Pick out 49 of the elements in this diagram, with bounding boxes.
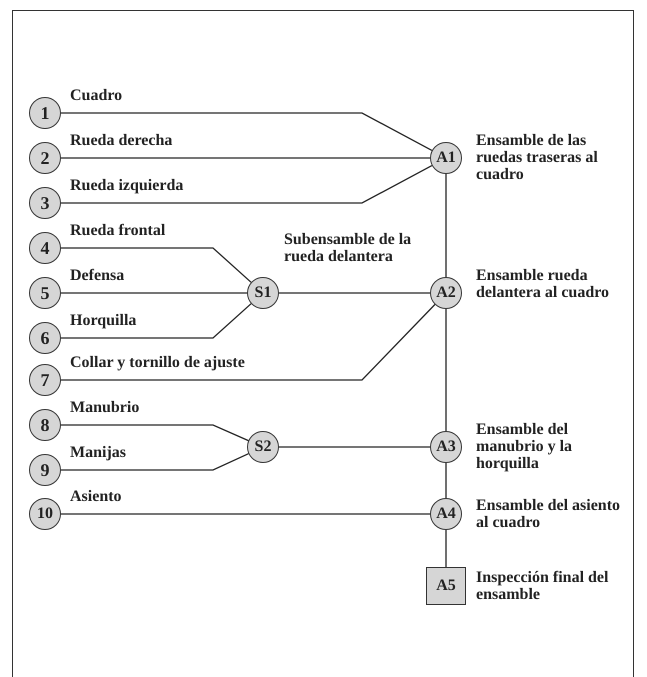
connector-line bbox=[61, 303, 252, 339]
connector-line bbox=[61, 165, 432, 204]
step-label: Ensamble rueda delantera al cuadro bbox=[476, 267, 610, 301]
connector-line bbox=[61, 157, 430, 159]
operation-circle: 4 bbox=[29, 232, 61, 264]
step-label: Rueda derecha bbox=[70, 132, 172, 149]
connector-line bbox=[61, 304, 436, 381]
operation-circle: A2 bbox=[430, 277, 462, 309]
operation-circle: 1 bbox=[29, 97, 61, 129]
step-label: Ensamble del asiento al cuadro bbox=[476, 497, 622, 531]
connector-line bbox=[61, 424, 249, 442]
step-label: Collar y tornillo de ajuste bbox=[70, 354, 245, 371]
step-label: Inspección final del ensamble bbox=[476, 569, 610, 603]
operation-circle: S2 bbox=[247, 431, 279, 463]
step-label: Manijas bbox=[70, 444, 126, 461]
connector-line bbox=[61, 247, 252, 283]
connector-line bbox=[445, 309, 447, 431]
operation-circle: 7 bbox=[29, 364, 61, 396]
step-label: Ensamble del manubrio y la horquilla bbox=[476, 421, 574, 472]
connector-line bbox=[445, 530, 447, 567]
connector-line bbox=[445, 174, 447, 277]
step-label: Ensamble de las ruedas traseras al cuadro bbox=[476, 132, 599, 183]
connector-line bbox=[61, 292, 247, 294]
inspection-box: A5 bbox=[426, 567, 466, 605]
connector-line bbox=[279, 292, 430, 294]
operation-circle: 5 bbox=[29, 277, 61, 309]
step-label: Subensamble de la rueda delantera bbox=[284, 231, 412, 265]
operation-circle: 8 bbox=[29, 409, 61, 441]
operation-circle: A4 bbox=[430, 498, 462, 530]
connector-line bbox=[61, 453, 249, 471]
connector-line bbox=[445, 463, 447, 498]
step-label: Horquilla bbox=[70, 312, 136, 329]
operation-circle: S1 bbox=[247, 277, 279, 309]
connector-line bbox=[61, 112, 432, 151]
step-label: Manubrio bbox=[70, 399, 140, 416]
step-label: Rueda frontal bbox=[70, 222, 166, 239]
step-label: Cuadro bbox=[70, 87, 122, 104]
operation-circle: 9 bbox=[29, 454, 61, 486]
operation-circle: 6 bbox=[29, 322, 61, 354]
operation-circle: A3 bbox=[430, 431, 462, 463]
connector-line bbox=[279, 446, 430, 448]
step-label: Defensa bbox=[70, 267, 124, 284]
operation-circle: 3 bbox=[29, 187, 61, 219]
connector-line bbox=[61, 513, 430, 515]
operation-circle: A1 bbox=[430, 142, 462, 174]
operation-circle: 2 bbox=[29, 142, 61, 174]
operation-circle: 10 bbox=[29, 498, 61, 530]
step-label: Rueda izquierda bbox=[70, 177, 184, 194]
step-label: Asiento bbox=[70, 488, 122, 505]
